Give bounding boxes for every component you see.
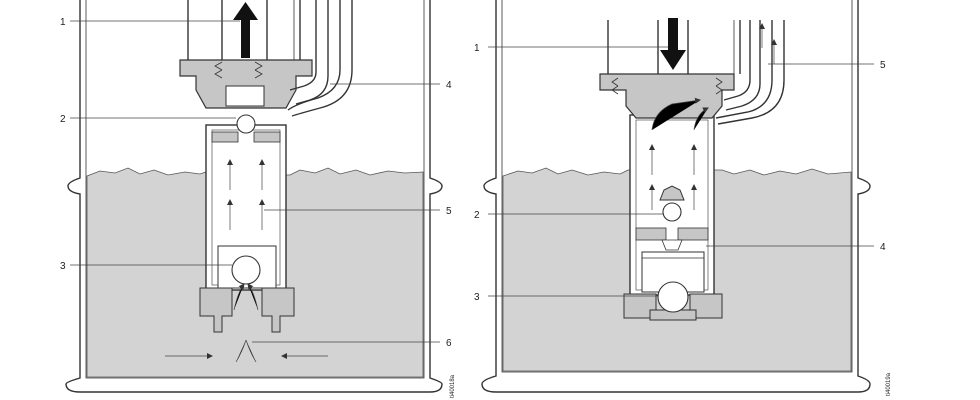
left-figure-code: ti40018a (450, 374, 456, 398)
left-callout: 5 (446, 206, 452, 217)
right-callout: 4 (880, 242, 886, 253)
left-top-fitting (179, 59, 313, 109)
left-lower-valve-ball (231, 255, 261, 285)
left-inlet-flow-arrows (165, 283, 328, 363)
right-push-arrow (668, 18, 678, 52)
left-outlet-arrow (241, 18, 250, 58)
left-upper-valve-seat (225, 85, 265, 107)
left-callout: 1 (60, 17, 66, 28)
left-flow-arrows (227, 159, 265, 230)
left-callout: 6 (446, 338, 452, 349)
right-top-fitting (599, 73, 735, 119)
left-drum (65, 0, 443, 393)
right-callout: 1 (474, 43, 480, 54)
left-upper-valve-ball (236, 114, 256, 134)
left-side-hose (289, 0, 317, 91)
left-callout: 3 (60, 261, 66, 272)
right-panel-pressure-stroke: 1 2 3 4 5 ti40019a (474, 0, 892, 396)
right-flow-arrows (649, 97, 709, 210)
right-callout: 5 (880, 60, 886, 71)
right-callout: 2 (474, 210, 480, 221)
left-panel-suction-stroke: 1 2 3 4 5 6 ti40018a (60, 0, 456, 398)
left-callout: 4 (446, 80, 452, 91)
right-callout: 3 (474, 292, 480, 303)
right-upper-valve-ball (662, 202, 682, 222)
left-callout: 2 (60, 114, 66, 125)
right-side-hose (723, 20, 751, 101)
right-lower-valve-ball (657, 281, 689, 313)
right-upper-valve-cap (659, 185, 685, 201)
right-drum (481, 0, 871, 393)
right-figure-code: ti40019a (886, 372, 892, 396)
